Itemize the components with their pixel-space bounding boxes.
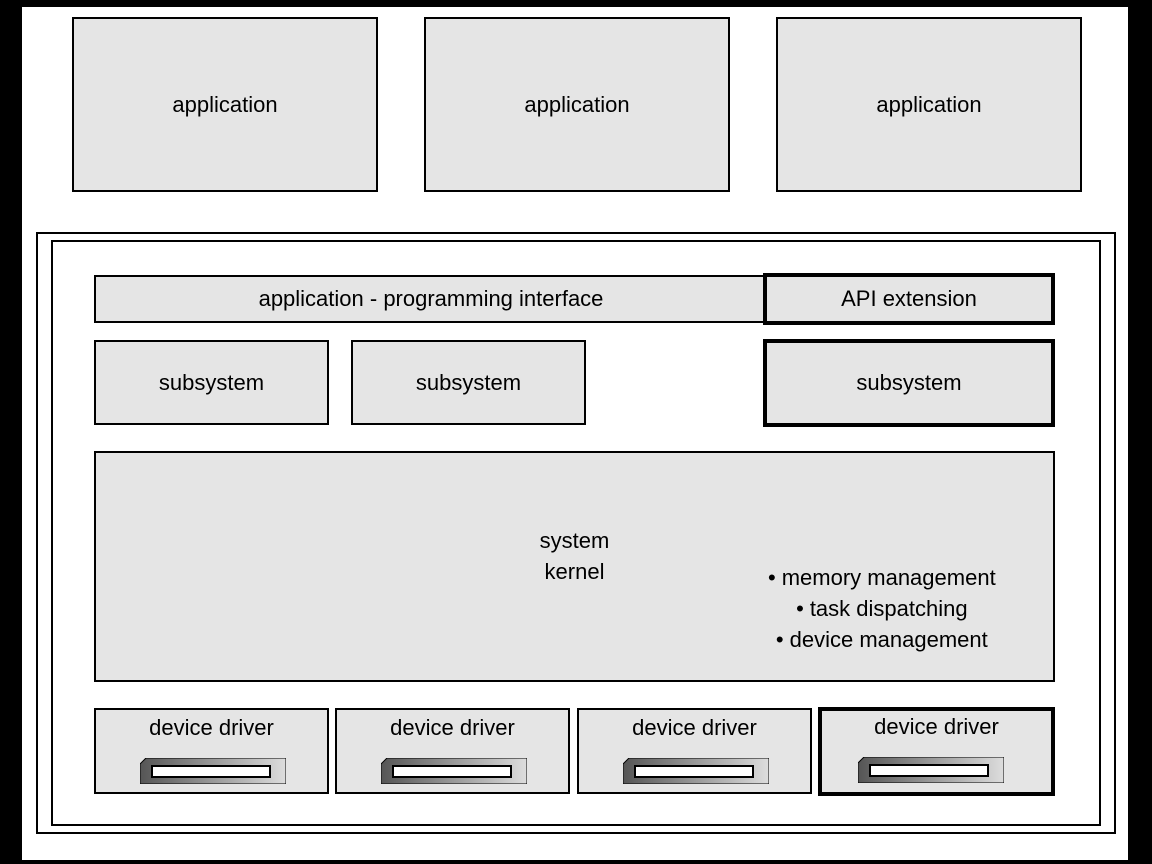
application-box: application [776,17,1082,192]
subsystem-extension-box: subsystem [763,339,1055,427]
application-label: application [172,91,278,117]
api-extension-box: API extension [763,273,1055,325]
subsystem-box: subsystem [351,340,586,425]
subsystem-label: subsystem [415,369,522,395]
api-bar: application - programming interface [94,275,766,323]
subsystem-label: subsystem [856,370,962,395]
kernel-function-item: task dispatching [768,593,996,624]
kernel-title-line-1: system [539,528,610,553]
device-driver-box: device driver [94,708,329,794]
system-kernel-box: system kernel memory management task dis… [94,451,1055,682]
kernel-title: system kernel [96,525,1053,587]
application-box: application [72,17,378,192]
hardware-device-icon [623,758,769,784]
device-driver-box: device driver [335,708,570,794]
application-label: application [876,91,982,117]
kernel-function-item: device management [768,624,996,655]
hardware-device-icon [140,758,286,784]
kernel-title-line-2: kernel [544,559,605,584]
application-box: application [424,17,730,192]
api-extension-label: API extension [841,286,977,311]
hardware-device-icon [381,758,527,784]
hardware-device-icon [858,757,1004,783]
device-driver-box: device driver [577,708,812,794]
subsystem-box: subsystem [94,340,329,425]
device-driver-label: device driver [632,715,757,740]
api-label: application - programming interface [258,286,604,311]
subsystem-label: subsystem [158,369,265,395]
diagram-canvas: application application application appl… [22,7,1128,860]
device-driver-label: device driver [390,715,515,740]
device-driver-extension-box: device driver [818,707,1055,796]
device-driver-label: device driver [874,714,999,739]
application-label: application [524,91,630,117]
device-driver-label: device driver [149,715,274,740]
kernel-function-item: memory management [768,562,996,593]
kernel-function-list: memory management task dispatching devic… [768,562,996,655]
